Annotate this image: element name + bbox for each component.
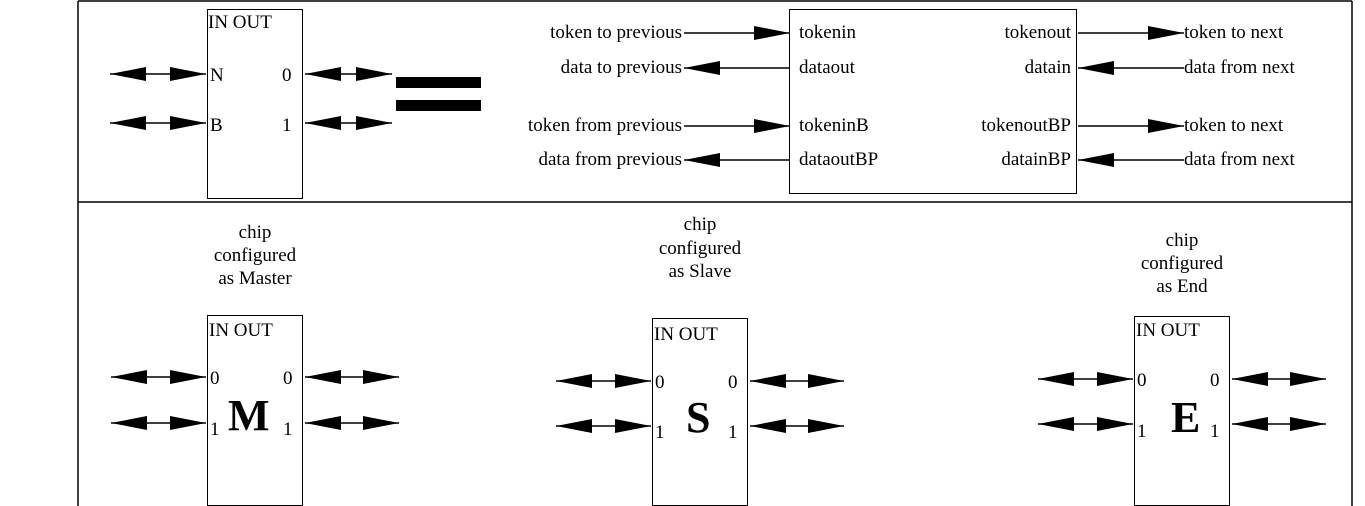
slave-in-0-arrow-head-left	[556, 374, 592, 388]
slave-chip-box	[652, 318, 748, 506]
end-out-1-arrow-head-right	[1290, 417, 1326, 431]
interface-box	[789, 9, 1077, 194]
arrow-data-from-next-b-head	[1078, 153, 1114, 167]
generic-in-n-arrow-head-left	[110, 67, 146, 81]
master-out-1-arrow-head-left	[305, 416, 341, 430]
slave-in-1-arrow-head-right	[615, 419, 651, 433]
slave-in-1-arrow-head-left	[556, 419, 592, 433]
equals-bar-top	[396, 77, 481, 88]
master-caption-line-2: configured	[213, 245, 297, 266]
arrows-group	[110, 26, 1326, 433]
generic-chip-out-port-0: 0	[282, 65, 292, 86]
interface-label-tokeninb: tokeninB	[799, 115, 869, 136]
master-in-port-0: 0	[210, 368, 220, 389]
interface-label-dataout: dataout	[799, 57, 855, 78]
end-out-port-0: 0	[1210, 370, 1220, 391]
slave-letter: S	[686, 393, 711, 442]
slave-in-port-1: 1	[655, 422, 665, 443]
generic-out-0-arrow-head-left	[305, 67, 341, 81]
end-out-port-1: 1	[1210, 421, 1220, 442]
end-out-0-arrow-head-right	[1290, 372, 1326, 386]
generic-in-b-arrow-head-left	[110, 116, 146, 130]
interface-label-tokenin: tokenin	[799, 22, 856, 43]
generic-chip-box	[207, 9, 303, 199]
slave-in-0-arrow-head-right	[615, 374, 651, 388]
slave-caption-line-1: chip	[683, 214, 717, 235]
end-caption-line-1: chip	[1165, 230, 1199, 251]
end-letter: E	[1171, 393, 1201, 442]
end-chip-box	[1134, 316, 1230, 506]
generic-out-1-arrow-head-left	[305, 116, 341, 130]
end-caption-line-2: configured	[1140, 253, 1224, 274]
external-data-to-previous: data to previous	[560, 57, 682, 78]
slave-caption-line-2: configured	[658, 238, 742, 259]
slave-caption-line-3: as Slave	[668, 261, 732, 282]
end-in-1-arrow-head-left	[1038, 417, 1074, 431]
master-out-0-arrow-head-right	[363, 370, 399, 384]
end-out-1-arrow-head-left	[1232, 417, 1268, 431]
master-in-1-arrow-head-right	[170, 416, 206, 430]
interface-label-datain: datain	[1024, 57, 1071, 78]
slave-out-1-arrow-head-left	[750, 419, 786, 433]
slave-chip-header: IN OUT	[654, 324, 718, 345]
slave-out-1-arrow-head-right	[808, 419, 844, 433]
master-out-port-0: 0	[283, 368, 293, 389]
master-out-port-1: 1	[283, 419, 293, 440]
interface-label-tokenoutbp: tokenoutBP	[981, 115, 1071, 136]
end-in-1-arrow-head-right	[1097, 417, 1133, 431]
master-in-0-arrow-head-left	[111, 370, 147, 384]
end-in-port-1: 1	[1137, 421, 1147, 442]
end-caption-line-3: as End	[1156, 276, 1208, 297]
generic-out-0-arrow-head-right	[356, 67, 392, 81]
arrow-token-to-next-b-head	[1148, 119, 1184, 133]
master-in-port-1: 1	[210, 419, 220, 440]
generic-out-1-arrow-head-right	[356, 116, 392, 130]
arrow-data-from-next-head	[1078, 61, 1114, 75]
master-letter: M	[228, 391, 270, 440]
arrow-token-to-previous-head	[754, 26, 790, 40]
end-out-0-arrow-head-left	[1232, 372, 1268, 386]
master-in-0-arrow-head-right	[170, 370, 206, 384]
generic-chip-out-port-1: 1	[282, 115, 292, 136]
equals-bar-bottom	[396, 100, 481, 111]
interface-label-tokenout: tokenout	[1004, 22, 1072, 43]
external-token-to-next: token to next	[1184, 22, 1284, 43]
interface-label-dataoutbp: dataoutBP	[799, 149, 879, 170]
generic-chip-header: IN OUT	[208, 12, 272, 33]
end-chip-header: IN OUT	[1136, 320, 1200, 341]
master-caption-line-1: chip	[238, 222, 272, 243]
end-in-0-arrow-head-left	[1038, 372, 1074, 386]
generic-in-n-arrow-head-right	[170, 67, 206, 81]
slave-out-port-0: 0	[728, 372, 738, 393]
external-data-from-next-b: data from next	[1184, 149, 1295, 170]
generic-in-b-arrow-head-right	[170, 116, 206, 130]
end-in-port-0: 0	[1137, 370, 1147, 391]
slave-out-port-1: 1	[728, 422, 738, 443]
external-data-from-next: data from next	[1184, 57, 1295, 78]
arrow-token-to-next-head	[1148, 26, 1184, 40]
master-caption-line-3: as Master	[218, 268, 292, 289]
end-in-0-arrow-head-right	[1097, 372, 1133, 386]
external-token-from-previous: token from previous	[527, 115, 682, 136]
master-in-1-arrow-head-left	[111, 416, 147, 430]
slave-in-port-0: 0	[655, 372, 665, 393]
arrow-data-to-previous-head	[684, 61, 720, 75]
slave-out-0-arrow-head-right	[808, 374, 844, 388]
generic-chip-in-port-b: B	[210, 115, 223, 136]
generic-chip-in-port-n: N	[210, 65, 224, 86]
arrow-data-from-previous-head	[684, 153, 720, 167]
external-data-from-previous: data from previous	[538, 149, 682, 170]
interface-label-datainbp: datainBP	[1001, 149, 1071, 170]
master-out-0-arrow-head-left	[305, 370, 341, 384]
master-out-1-arrow-head-right	[363, 416, 399, 430]
external-token-to-previous: token to previous	[550, 22, 682, 43]
slave-out-0-arrow-head-left	[750, 374, 786, 388]
arrow-token-from-previous-head	[754, 119, 790, 133]
master-chip-header: IN OUT	[209, 320, 273, 341]
external-token-to-next-b: token to next	[1184, 115, 1284, 136]
